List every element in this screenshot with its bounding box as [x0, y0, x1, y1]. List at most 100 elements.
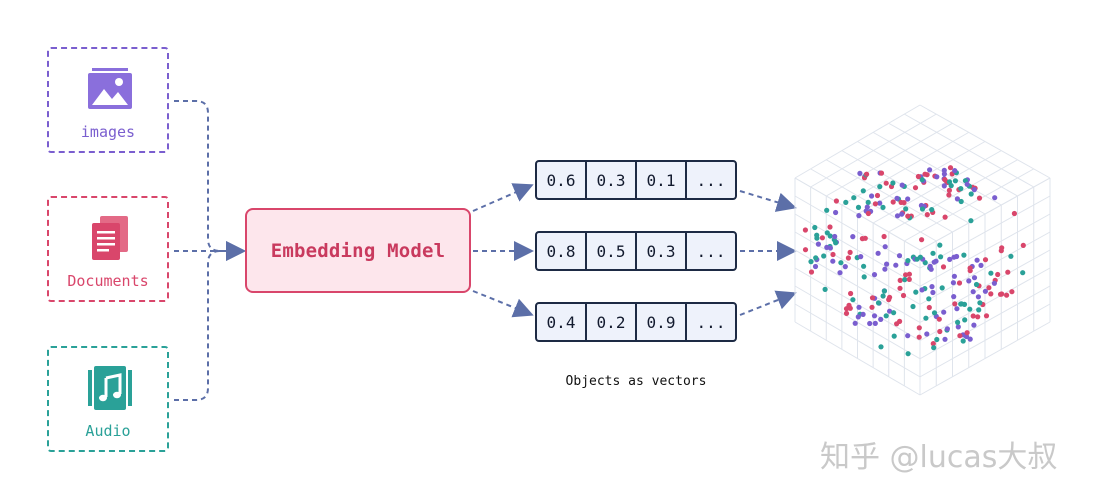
- vector-dot: [883, 180, 889, 186]
- source-label: Audio: [85, 422, 131, 440]
- vector-dot: [833, 198, 840, 204]
- vector-dot: [931, 310, 938, 316]
- vector-dot: [808, 269, 815, 275]
- vector-dot: [827, 233, 833, 239]
- vector-dot: [942, 336, 948, 342]
- grid-line: [904, 168, 1034, 242]
- vector-dot: [952, 301, 958, 307]
- vector-dot: [955, 324, 961, 330]
- vector-dot: [1009, 289, 1015, 295]
- vector-dot: [869, 304, 875, 310]
- vector-dot: [976, 195, 983, 201]
- vector-dot: [971, 322, 977, 328]
- vector-dot: [822, 286, 828, 292]
- vector-dot: [871, 272, 878, 278]
- grid-line: [826, 159, 953, 233]
- vector-dot: [845, 255, 852, 261]
- vector-dot: [874, 192, 881, 199]
- vector-dot: [887, 308, 893, 314]
- vector-dot: [923, 315, 929, 321]
- vector-dot: [958, 198, 964, 205]
- vector-dot: [808, 259, 814, 265]
- vector-dot: [902, 277, 908, 283]
- vector-dot: [913, 289, 919, 295]
- vector-dot: [975, 314, 981, 320]
- vector-dot: [830, 251, 836, 258]
- vector-dot: [905, 258, 911, 264]
- vector-dot: [872, 201, 879, 207]
- vector-dot: [914, 256, 920, 262]
- vector-dot: [919, 177, 925, 183]
- vector-dot: [890, 199, 896, 205]
- vector-dot: [862, 235, 868, 241]
- vector-dot: [934, 174, 940, 180]
- vector-dot: [954, 196, 961, 202]
- vector-cell: 0.1: [637, 162, 687, 198]
- image-icon: [88, 68, 132, 109]
- vector-dot: [899, 182, 905, 188]
- vector-dot: [843, 306, 850, 312]
- vector-dot: [970, 289, 976, 295]
- vector-dot: [946, 187, 953, 193]
- vector-dot: [900, 292, 907, 299]
- vector-dot: [930, 341, 936, 347]
- vector-dot: [906, 276, 912, 282]
- vector-dot: [865, 199, 871, 205]
- vector-dot: [837, 270, 843, 276]
- vector-cell: 0.3: [587, 162, 637, 198]
- vector-dot: [937, 242, 943, 248]
- vector-dot: [856, 304, 862, 310]
- vector-dot: [848, 290, 854, 297]
- vector-dot: [812, 263, 819, 270]
- embedding-model-label: Embedding Model: [270, 239, 446, 262]
- vector-dot: [890, 180, 896, 186]
- vector-dot: [988, 291, 994, 297]
- vector-dot: [819, 235, 826, 241]
- vector-dot: [856, 213, 862, 219]
- vector-dot: [878, 344, 884, 350]
- vector-cell: 0.2: [587, 304, 637, 340]
- vector-dot: [872, 320, 878, 326]
- vector-cell: ...: [696, 312, 726, 332]
- vector-dot: [905, 196, 911, 202]
- grid-line: [872, 150, 1002, 224]
- vector-dot: [891, 310, 897, 316]
- vector-dot: [931, 345, 937, 351]
- vector-dot: [912, 185, 919, 191]
- vector-cell: 0.3: [637, 233, 687, 269]
- grid-line: [919, 303, 1051, 378]
- source-label: Documents: [67, 272, 149, 290]
- vector-dot: [966, 278, 972, 284]
- vector-dot: [930, 289, 936, 296]
- vector-dot: [919, 206, 926, 212]
- vector-dot: [881, 233, 887, 240]
- vector-cell: 0.8: [537, 233, 587, 269]
- vector-dot: [971, 275, 978, 281]
- vector-dot: [926, 296, 932, 302]
- grid-line: [794, 321, 921, 396]
- vector-dot: [878, 170, 885, 176]
- vector-dot: [947, 256, 953, 262]
- grid-line: [794, 267, 921, 342]
- vector-dot: [946, 192, 952, 198]
- vector-dot: [867, 320, 873, 327]
- vector-dot: [898, 199, 904, 205]
- vector-dot: [941, 183, 947, 189]
- vector-dot: [937, 328, 943, 335]
- vector-dot: [947, 165, 954, 171]
- vector-dot: [827, 224, 833, 230]
- vector-dot: [967, 336, 973, 342]
- vector-dot: [977, 300, 983, 306]
- vector-dot: [924, 212, 930, 218]
- vector-dot: [940, 264, 947, 270]
- vector-dot: [991, 280, 998, 286]
- vector-dot: [961, 252, 967, 258]
- vector-dot: [929, 207, 935, 213]
- vector-dot: [964, 181, 970, 187]
- vector-dot: [952, 168, 958, 174]
- vector-row: 0.8 0.5 0.3 ...: [535, 231, 737, 271]
- vector-cell: 0.9: [637, 304, 687, 340]
- vector-dot: [919, 287, 925, 293]
- vector-dot: [850, 234, 856, 240]
